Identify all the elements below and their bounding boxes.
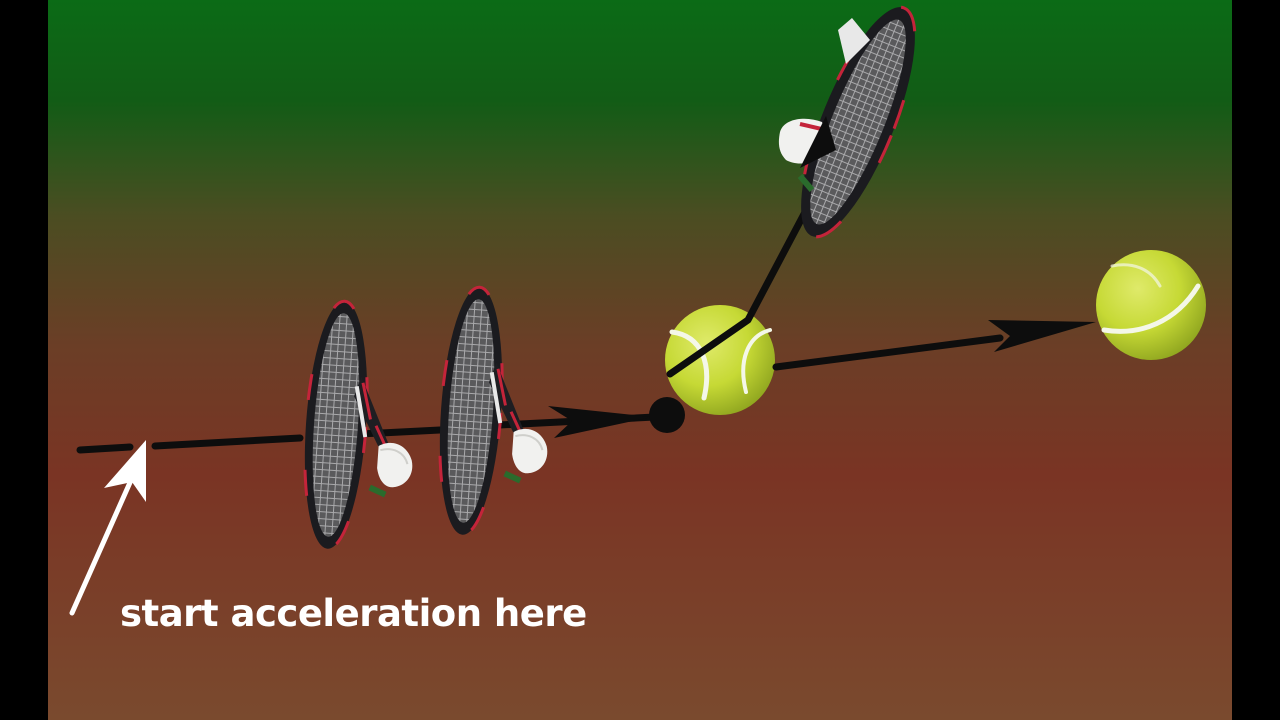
ball-path bbox=[772, 334, 1004, 371]
court-background bbox=[48, 0, 1232, 720]
racket-follow-through bbox=[778, 5, 917, 239]
ball-path-arrowhead bbox=[988, 320, 1096, 352]
tennis-ball-icon bbox=[665, 305, 775, 415]
follow-through-arrowhead bbox=[800, 116, 836, 168]
contact-point bbox=[649, 397, 685, 433]
start-arrow bbox=[69, 440, 146, 616]
tennis-ball-outgoing-icon bbox=[1096, 250, 1206, 360]
path-arrowhead bbox=[548, 406, 652, 438]
start-acceleration-label: start acceleration here bbox=[120, 592, 587, 635]
follow-through-path bbox=[666, 176, 826, 378]
